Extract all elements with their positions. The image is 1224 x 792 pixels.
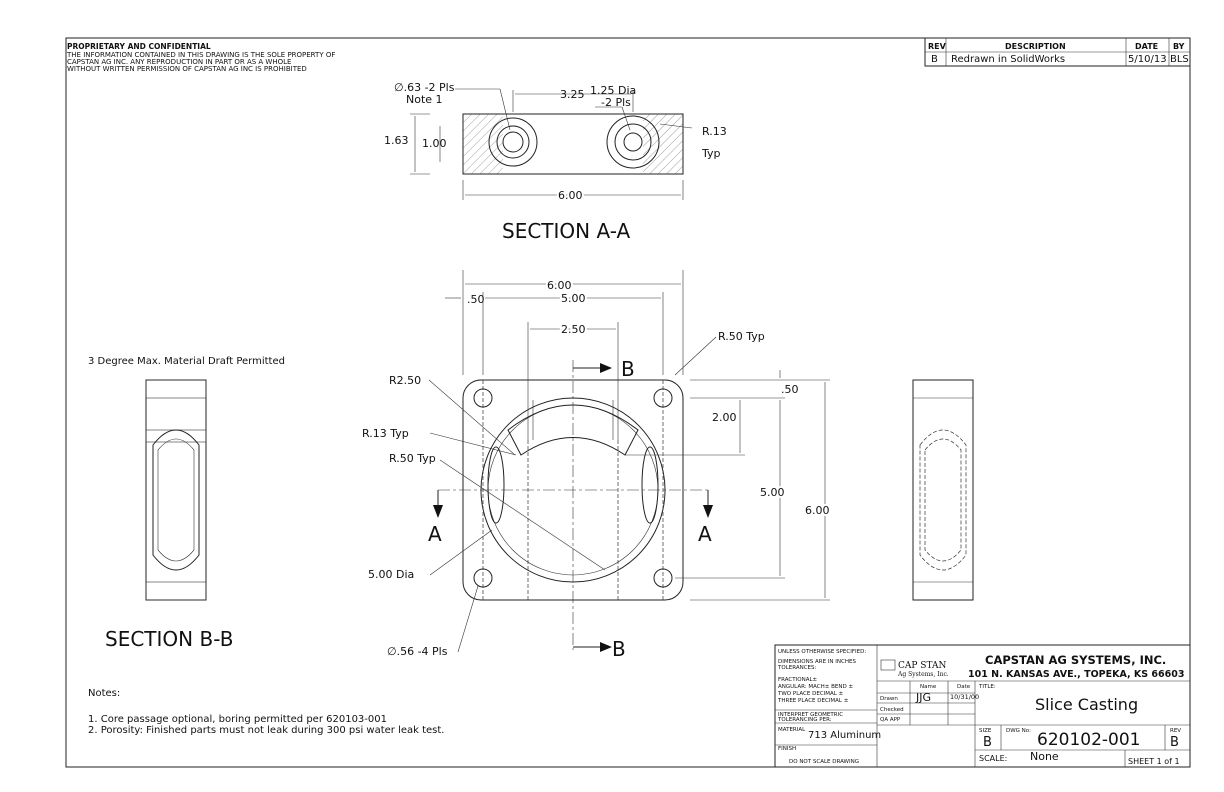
r13-text: R.13 Typ	[362, 427, 409, 440]
drawn-date-text: 10/31/00	[950, 693, 979, 701]
r50-text: R.50 Typ	[389, 452, 436, 465]
b-top-text: B	[621, 357, 635, 381]
radius-text: R.13	[702, 125, 727, 138]
2-text: WITHOUT WRITTEN PERMISSION OF CAPSTAN AG…	[67, 65, 307, 73]
dia500-text: 5.00 Dia	[368, 568, 414, 581]
depth200-text: 2.00	[712, 411, 737, 424]
date-hdr-text: Date	[957, 684, 971, 690]
1-text: 2. Porosity: Finished parts must not lea…	[88, 725, 444, 736]
angular-text: ANGULAR: MACH± BEND ±	[778, 684, 853, 690]
height-text: 1.63	[384, 134, 409, 147]
a-left-text: A	[428, 522, 442, 546]
hole-large-qty-text: -2 Pls	[601, 96, 631, 109]
fractional-text: FRACTIONAL±	[778, 677, 818, 683]
dims-in-text: DIMENSIONS ARE IN INCHES	[778, 659, 856, 665]
interpret-text: INTERPRET GEOMETRIC	[778, 712, 843, 718]
tolerancing-text: TOLERANCING PER:	[777, 717, 832, 723]
heading-text: Notes:	[88, 688, 120, 699]
qa-label-text: QA APP	[880, 717, 901, 723]
core-width-text: 2.50	[561, 323, 586, 336]
plan-view: 6.00 .50 5.00 2.50 R.50 Typ R2.50 R.13 T…	[362, 270, 832, 661]
notes: Notes: 1. Core passage optional, boring …	[88, 688, 444, 736]
revision-block: REV DESCRIPTION DATE BY B Redrawn in Sol…	[924, 37, 1191, 67]
1-text: CAPSTAN AG INC. ANY REPRODUCTION IN PART…	[67, 58, 291, 66]
section-b-b-title: SECTION B-B	[105, 627, 233, 651]
size-label-text: SIZE	[979, 728, 992, 734]
hole-spacing-text: 5.00	[561, 292, 586, 305]
rev-date: 5/10/13	[1128, 54, 1167, 65]
center-dist-text: 3.25	[560, 88, 585, 101]
company-address: 101 N. KANSAS AVE., TOPEKA, KS 66603	[968, 669, 1184, 680]
inner-height-text: 1.00	[422, 137, 447, 150]
unless-text: UNLESS OTHERWISE SPECIFIED:	[778, 649, 866, 655]
drawn-label-text: Drawn	[880, 696, 898, 702]
corner-radius-text: R.50 Typ	[718, 330, 765, 343]
sheet-border	[65, 37, 1191, 768]
0-text: 1. Core passage optional, boring permitt…	[88, 714, 387, 725]
two-place-text: TWO PLACE DECIMAL ±	[777, 691, 844, 697]
drawing-title: Slice Casting	[1035, 695, 1138, 714]
rev-description: Redrawn in SolidWorks	[951, 54, 1065, 65]
section-a-a-view: 3.25 ∅.63 -2 Pls Note 1 1.25 Dia -2 Pls …	[384, 81, 727, 243]
section-a-a-title: SECTION A-A	[502, 219, 630, 243]
width-text: 6.00	[558, 189, 583, 202]
0-text: REV	[928, 42, 947, 51]
title-label-text: TITLE:	[978, 684, 996, 690]
size-text: B	[983, 735, 992, 750]
drawn-by-text: JJG	[915, 691, 931, 704]
drawing-number: 620102-001	[1037, 730, 1140, 750]
2-text: DATE	[1135, 42, 1158, 51]
three-place-text: THREE PLACE DECIMAL ±	[777, 698, 849, 704]
heading-text: PROPRIETARY AND CONFIDENTIAL	[67, 42, 211, 51]
vert-spacing-text: 5.00	[760, 486, 785, 499]
note1-text: Note 1	[406, 93, 443, 106]
section-b-b-view: 3 Degree Max. Material Draft Permitted S…	[88, 356, 285, 651]
overall-height-text: 6.00	[805, 504, 830, 517]
sheet-text: SHEET 1 of 1	[1128, 757, 1180, 766]
rev-letter: B	[931, 54, 938, 65]
material-label-text: MATERIAL	[778, 727, 806, 733]
do-not-scale-text: DO NOT SCALE DRAWING	[789, 759, 859, 765]
name-hdr-text: Name	[920, 684, 937, 690]
draft-note: 3 Degree Max. Material Draft Permitted	[88, 356, 285, 367]
company-name: CAPSTAN AG SYSTEMS, INC.	[985, 653, 1166, 667]
hole-large-text: 1.25 Dia	[590, 84, 636, 97]
1-text: DESCRIPTION	[1005, 42, 1066, 51]
scale-label-text: SCALE:	[979, 754, 1007, 763]
b-bottom-text: B	[612, 637, 626, 661]
dwg-label-text: DWG No:	[1006, 728, 1031, 734]
0-text: THE INFORMATION CONTAINED IN THIS DRAWIN…	[66, 51, 335, 59]
capstan-logo-icon	[880, 659, 896, 671]
logo-sub-text: Ag Systems, Inc.	[897, 671, 949, 678]
material-value: 713 Aluminum	[808, 730, 881, 741]
hole-small-text: ∅.63 -2 Pls	[394, 81, 455, 94]
rev-by: BLS	[1170, 54, 1189, 65]
proprietary-notice: PROPRIETARY AND CONFIDENTIAL THE INFORMA…	[66, 42, 335, 73]
checked-label-text: Checked	[880, 707, 904, 713]
finish-label-text: FINISH	[778, 746, 796, 752]
a-right-text: A	[698, 522, 712, 546]
overall-width-text: 6.00	[547, 279, 572, 292]
rev-label-text: REV	[1170, 728, 1181, 734]
logo-text: CAP STAN	[898, 661, 946, 671]
top-offset-text: .50	[781, 383, 799, 396]
r250-text: R2.50	[389, 374, 421, 387]
3-text: BY	[1173, 42, 1185, 51]
scale-text: None	[1030, 750, 1059, 763]
title-block: UNLESS OTHERWISE SPECIFIED: DIMENSIONS A…	[774, 644, 1191, 768]
side-view	[912, 379, 974, 601]
radius-typ-text: Typ	[701, 147, 721, 160]
edge-offset-text: .50	[467, 293, 485, 306]
rev-text: B	[1170, 735, 1179, 750]
bolt-holes-text: ∅.56 -4 Pls	[387, 645, 448, 658]
tolerances-text: TOLERANCES:	[777, 665, 817, 671]
